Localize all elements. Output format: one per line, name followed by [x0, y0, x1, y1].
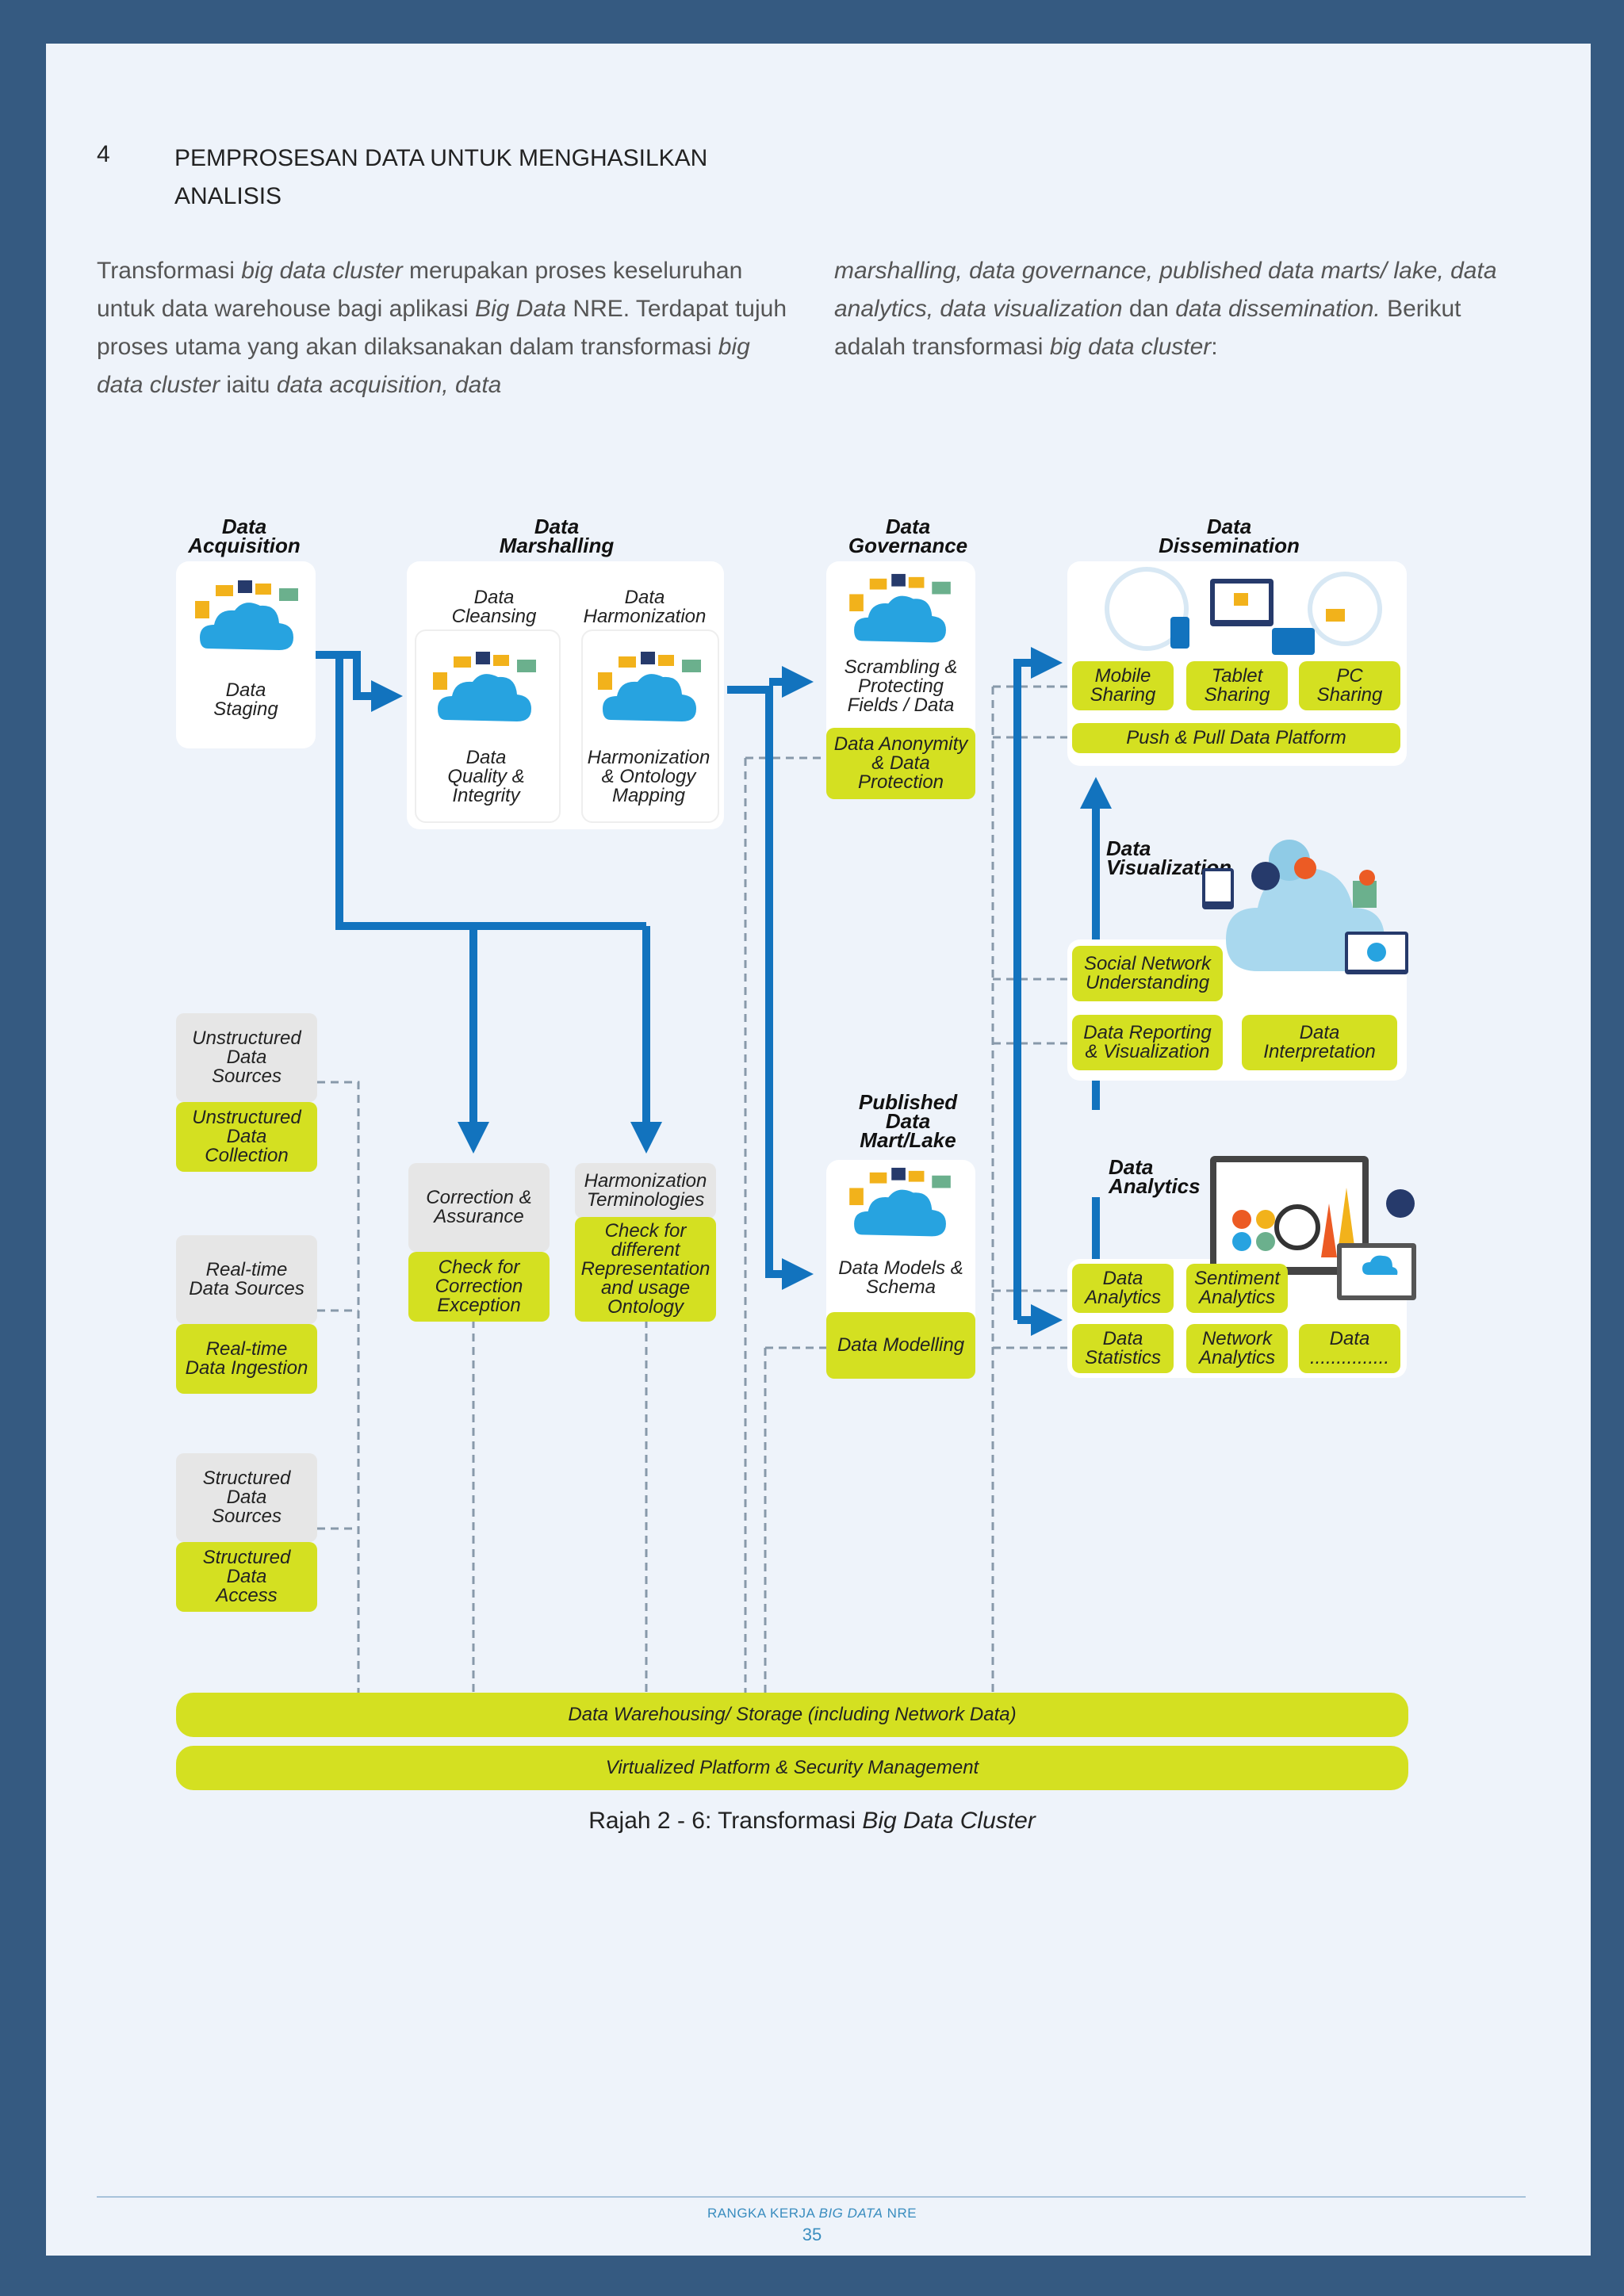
cloud-icon: [433, 652, 536, 721]
card-harmonization-terminologies: Harmonization Terminologies Check for di…: [575, 1163, 716, 1322]
text-segment: dan: [1122, 296, 1176, 322]
cloud-icon: [849, 1167, 951, 1237]
section-title: PEMPROSESAN DATA UNTUK MENGHASILKAN ANAL…: [174, 145, 708, 209]
label-social-network: Social Network Understanding: [1072, 946, 1223, 1001]
analytics-graphic: [1210, 1156, 1416, 1300]
label-data-models-schema: Data Models & Schema: [838, 1257, 963, 1298]
text-segment: Big Data: [474, 296, 567, 322]
label-scrambling-protecting: Scrambling & Protecting Fields / Data: [844, 656, 958, 716]
text-segment: data acquisition, data: [276, 372, 502, 398]
label-mobile-sharing: Mobile Sharing: [1072, 661, 1174, 710]
cloud-icon: [598, 652, 701, 721]
label-data-anonymity: Data Anonymity & Data Protection: [826, 728, 975, 799]
footer-suffix: NRE: [883, 2206, 917, 2221]
header-data-visualization: Data Visualization: [1106, 836, 1231, 879]
header-data-acquisition: Data Acquisition: [188, 515, 301, 557]
footer-prefix: RANGKA KERJA: [707, 2206, 819, 2221]
text-segment: merupakan proses keseluruhan untuk data …: [97, 258, 743, 322]
label-data-cleansing: Data Cleansing: [451, 587, 537, 627]
text-segment: big data cluster: [241, 258, 403, 284]
label-correction-assurance: Correction & Assurance: [408, 1163, 550, 1252]
label-unstructured-sources: Unstructured Data Sources: [176, 1013, 317, 1102]
label-data-modelling: Data Modelling: [826, 1312, 975, 1379]
label-pc-sharing: PC Sharing: [1299, 661, 1400, 710]
label-structured-sources: Structured Data Sources: [176, 1453, 317, 1542]
header-published-data-mart: Published Data Mart/Lake: [858, 1090, 958, 1152]
cloud-icon: [195, 580, 298, 650]
card-unstructured-sources: Unstructured Data Sources Unstructured D…: [176, 1013, 317, 1172]
card-data-marshalling: Data Cleansing Data Harmonization Data Q…: [407, 561, 724, 829]
header-data-analytics: Data Analytics: [1109, 1155, 1201, 1198]
cloud-icon: [849, 573, 951, 643]
body-text-column-2: marshalling, data governance, published …: [834, 252, 1532, 366]
figure-caption: Rajah 2 - 6: Transformasi Big Data Clust…: [0, 1808, 1624, 1835]
page-number: 35: [802, 2225, 822, 2244]
label-data-more: Data ...............: [1299, 1324, 1400, 1373]
label-data-statistics: Data Statistics: [1072, 1324, 1174, 1373]
label-data-reporting: Data Reporting & Visualization: [1072, 1015, 1223, 1070]
card-data-dissemination: Mobile Sharing Tablet Sharing PC Sharing…: [1067, 561, 1407, 766]
devices-icon: [1105, 567, 1382, 655]
sub-card-harmonization: [581, 629, 719, 823]
label-harmonization-ontology-mapping: Harmonization & Ontology Mapping: [587, 747, 710, 806]
card-correction-assurance: Correction & Assurance Check for Correct…: [408, 1163, 550, 1322]
card-realtime-sources: Real-time Data Sources Real-time Data In…: [176, 1235, 317, 1394]
card-data-acquisition: Data Staging: [176, 561, 316, 748]
text-segment: marshalling, data governance, published …: [834, 258, 1497, 322]
caption-italic: Big Data Cluster: [862, 1808, 1036, 1834]
label-data-harmonization: Data Harmonization: [583, 587, 707, 627]
text-segment: Transformasi: [97, 258, 242, 284]
text-segment: iaitu: [220, 372, 277, 398]
bar-virtualized-platform: Virtualized Platform & Security Manageme…: [176, 1746, 1408, 1790]
body-text-column-1: Transformasi big data cluster merupakan …: [97, 252, 795, 404]
card-published-data-mart: Data Models & Schema Data Modelling: [826, 1160, 975, 1379]
header-data-dissemination: Data Dissemination: [1159, 515, 1300, 557]
text-segment: data dissemination.: [1175, 296, 1381, 322]
label-realtime-sources: Real-time Data Sources: [176, 1235, 317, 1324]
dashed-links: [317, 685, 1072, 1693]
label-data-quality-integrity: Data Quality & Integrity: [447, 747, 525, 806]
card-structured-sources: Structured Data Sources Structured Data …: [176, 1453, 317, 1612]
header-data-marshalling: Data Marshalling: [499, 515, 615, 557]
text-segment: Berikut adalah transformasi: [834, 296, 1461, 360]
text-segment: big data cluster: [1049, 334, 1212, 360]
label-network-analytics: Network Analytics: [1186, 1324, 1288, 1373]
label-tablet-sharing: Tablet Sharing: [1186, 661, 1288, 710]
text-segment: big data cluster: [97, 334, 750, 398]
label-check-correction: Check for Correction Exception: [408, 1252, 550, 1322]
footer-italic: BIG DATA: [818, 2206, 883, 2221]
sub-card-cleansing: [415, 629, 561, 823]
label-harmonization-terminologies: Harmonization Terminologies: [575, 1163, 716, 1219]
label-data-interpretation: Data Interpretation: [1242, 1015, 1397, 1070]
text-segment: :: [1211, 334, 1218, 360]
text-segment: NRE. Terdapat tujuh proses utama yang ak…: [97, 296, 787, 360]
label-push-pull-platform: Push & Pull Data Platform: [1072, 723, 1400, 753]
footer-title: RANGKA KERJA BIG DATA NRE: [0, 2206, 1624, 2221]
header-data-governance: Data Governance: [848, 515, 968, 557]
label-realtime-ingestion: Real-time Data Ingestion: [176, 1324, 317, 1394]
section-number: 4: [97, 141, 110, 167]
visualization-graphic: [1202, 840, 1408, 974]
label-check-ontology: Check for different Representation and u…: [575, 1217, 716, 1322]
label-data-analytics: Data Analytics: [1072, 1264, 1174, 1313]
label-structured-access: Structured Data Access: [176, 1542, 317, 1612]
caption-prefix: Rajah 2 - 6: Transformasi: [588, 1808, 863, 1834]
footer-rule: [97, 2196, 1526, 2198]
label-data-staging: Data Staging: [213, 679, 278, 720]
card-data-governance: Scrambling & Protecting Fields / Data Da…: [826, 561, 975, 799]
card-data-visualization: Social Network Understanding Data Report…: [1067, 840, 1408, 1081]
label-unstructured-collection: Unstructured Data Collection: [176, 1102, 317, 1172]
card-data-analytics: Data Analytics Sentiment Analytics Data …: [1067, 1156, 1416, 1378]
label-sentiment-analytics: Sentiment Analytics: [1186, 1264, 1288, 1313]
bar-data-warehousing: Data Warehousing/ Storage (including Net…: [176, 1693, 1408, 1737]
